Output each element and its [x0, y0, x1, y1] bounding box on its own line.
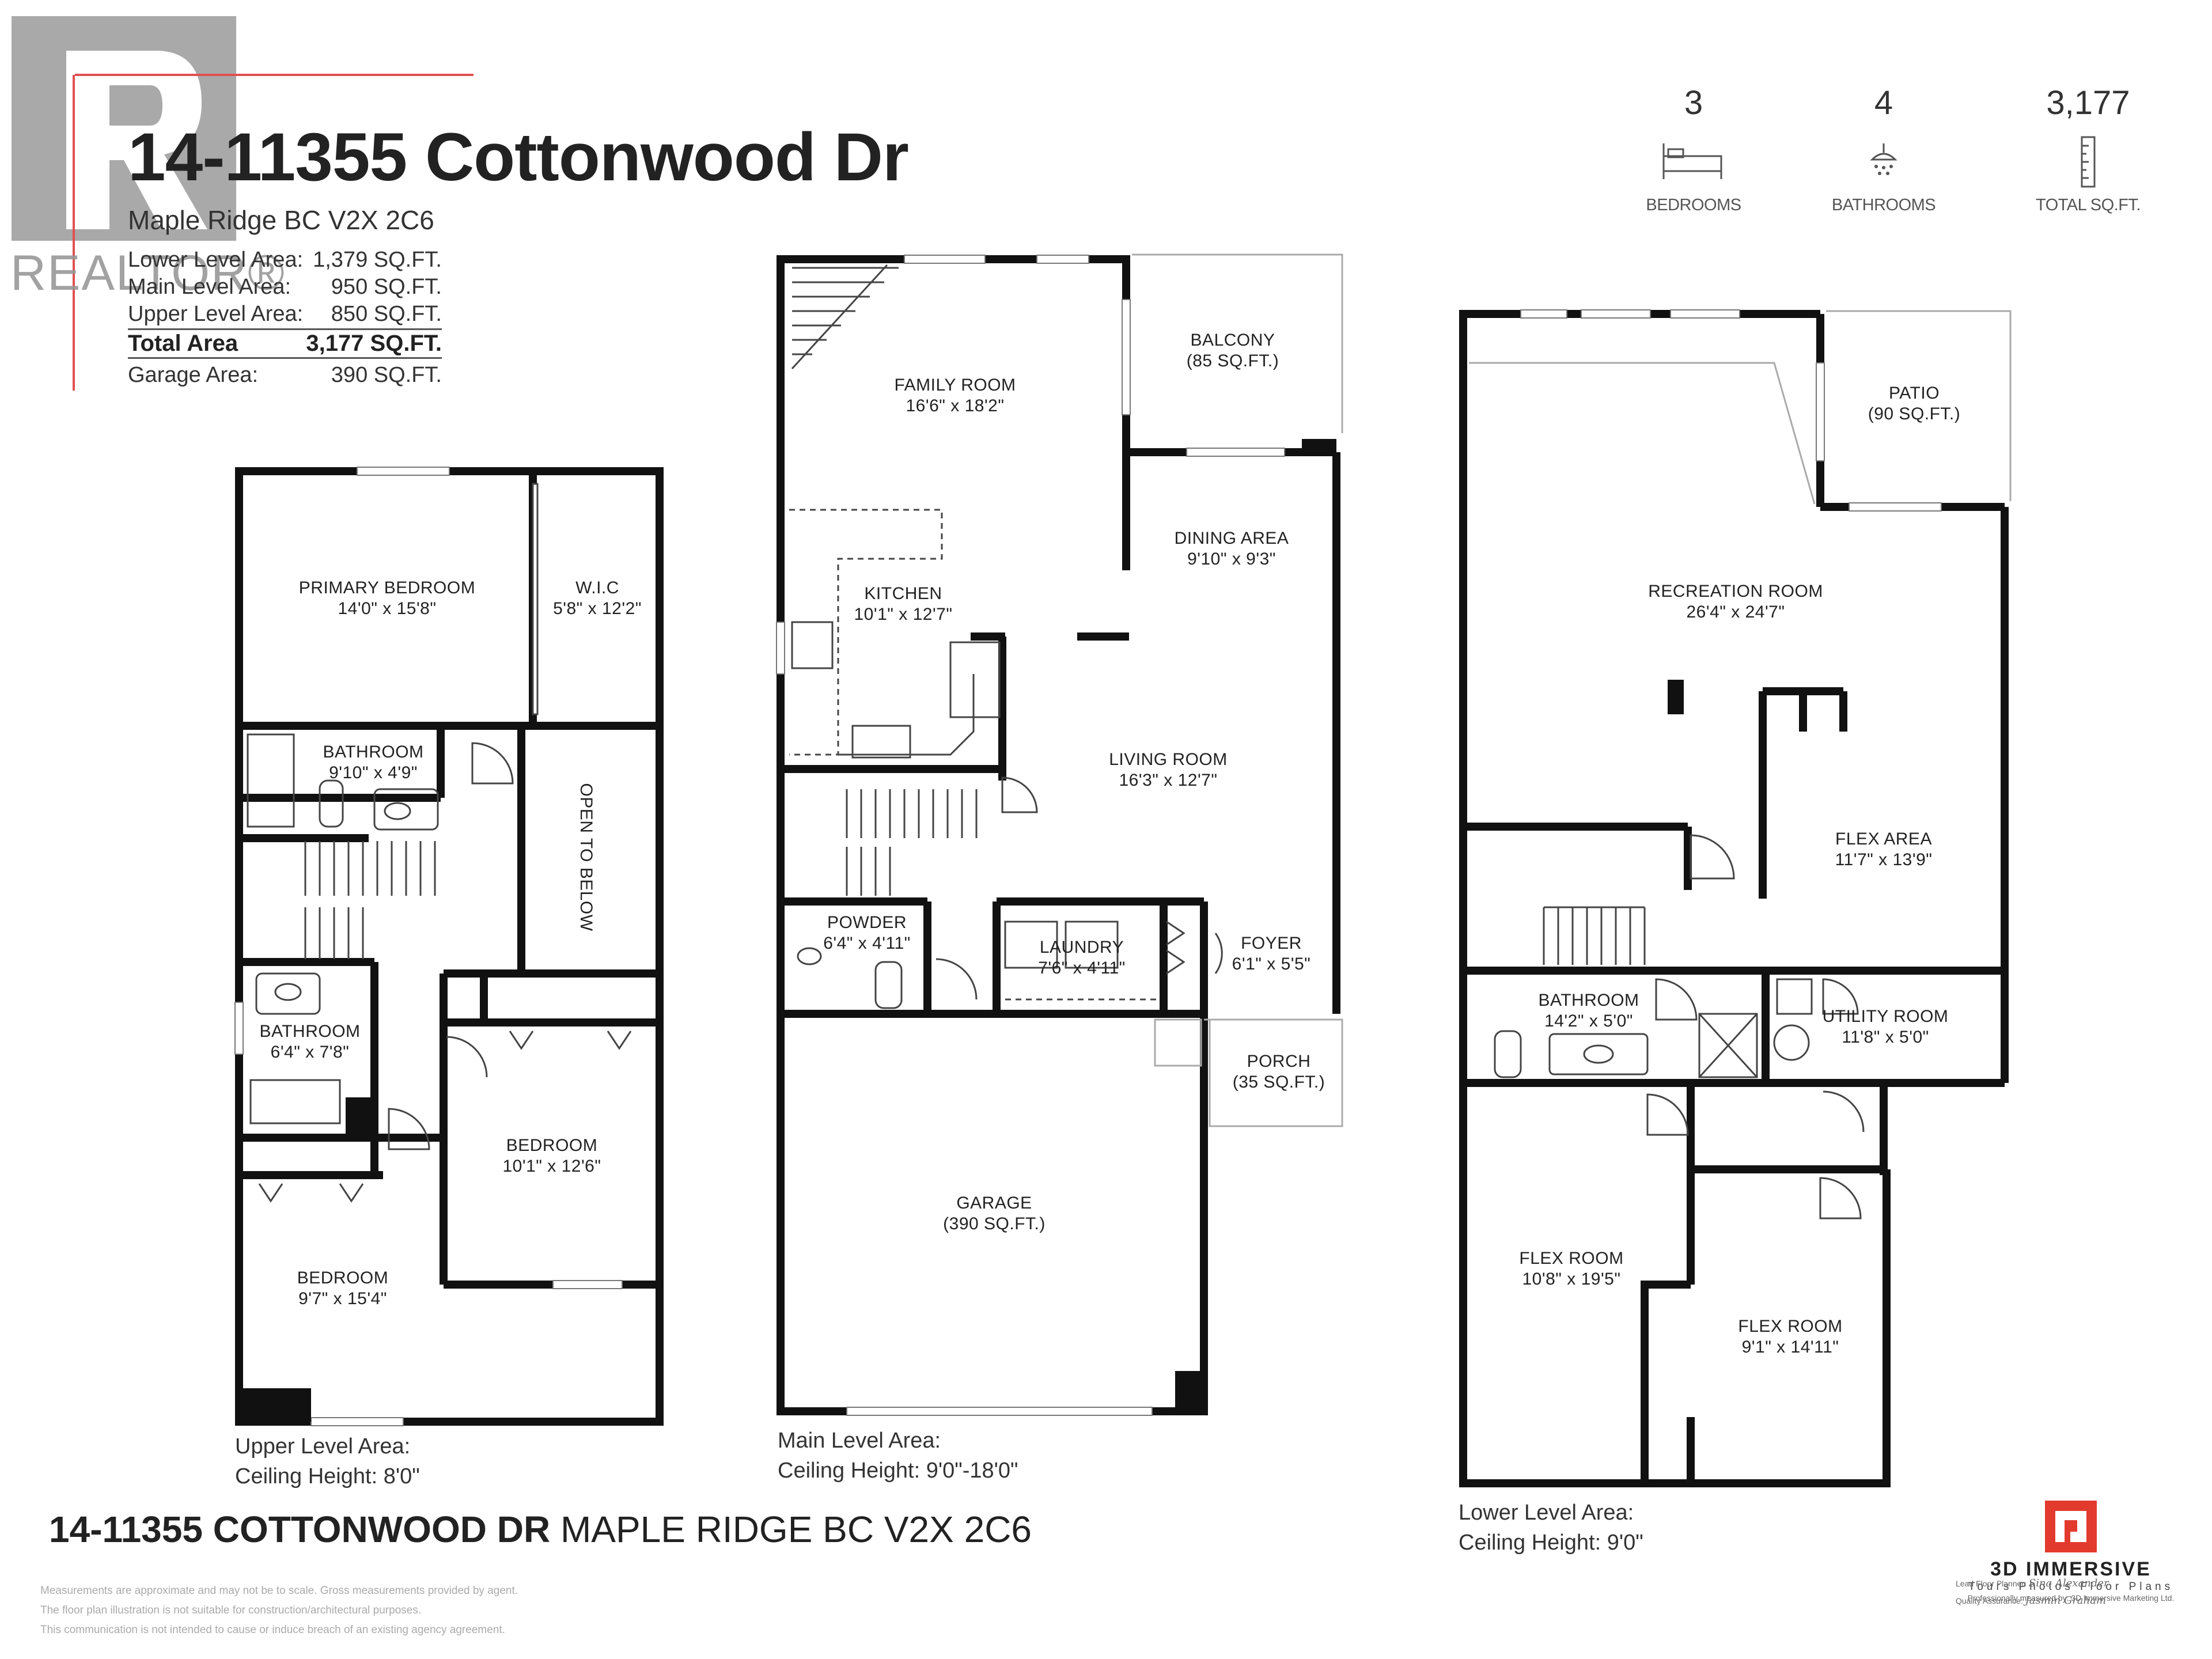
room-size: 6'4" x 4'11"	[823, 934, 911, 953]
room-labels: PRIMARY BEDROOM 14'0" x 15'8" W.I.C 5'8"…	[259, 331, 1960, 1357]
room-size: 9'10" x 4'9"	[329, 763, 418, 782]
bedrooms-label: BEDROOMS	[1646, 196, 1741, 214]
lower-details	[1494, 834, 1865, 1219]
room-size: 14'0" x 15'8"	[338, 599, 436, 618]
room-size: (90 SQ.FT.)	[1868, 404, 1961, 423]
total-sqft-value: 3,177	[2046, 84, 2130, 122]
room-name: FOYER	[1241, 934, 1302, 953]
room-size: 7'6" x 4'11"	[1038, 959, 1126, 978]
area-row-lower: Lower Level Area:1,379 SQ.FT.	[128, 248, 442, 272]
brand-credit: Professionally measured by: 3D Immersive…	[1967, 1593, 2175, 1603]
room-name: FLEX ROOM	[1738, 1317, 1842, 1336]
lower-windows	[1520, 309, 1942, 512]
ruler-icon	[2078, 135, 2098, 191]
room-name: BALCONY	[1191, 331, 1275, 350]
room-name: BEDROOM	[297, 1268, 389, 1287]
brand-logo-icon	[2045, 1501, 2097, 1552]
room-name: BATHROOM	[259, 1022, 360, 1041]
main-details	[789, 264, 1223, 1009]
bedrooms-count: 3	[1684, 84, 1703, 122]
room-name: PRIMARY BEDROOM	[299, 578, 475, 597]
room-name: PORCH	[1247, 1052, 1311, 1071]
lower-level-plan	[1459, 310, 2009, 1487]
room-name: BATHROOM	[1538, 991, 1639, 1010]
main-column	[1302, 439, 1336, 455]
bed-icon	[1660, 141, 1726, 184]
brand-block: 3D IMMERSIVE Tours Photos Floor Plans Pr…	[1961, 1501, 2180, 1603]
lower-patio	[1469, 310, 2012, 505]
brand-tagline: Tours Photos Floor Plans	[1968, 1581, 2174, 1593]
upper-column	[346, 1097, 374, 1138]
upper-details	[247, 483, 632, 1203]
lead-planner: Lead Floor Planner: Sina Alexander	[1956, 1577, 2109, 1589]
footer-address: 14-11355 COTTONWOOD DR MAPLE RIDGE BC V2…	[49, 1509, 1032, 1550]
area-row-upper: Upper Level Area:850 SQ.FT.	[128, 302, 442, 326]
room-size: 6'1" x 5'5"	[1232, 955, 1311, 974]
room-size: 9'10" x 9'3"	[1187, 550, 1276, 569]
room-name: FLEX ROOM	[1519, 1249, 1623, 1268]
upper-stairs	[304, 841, 436, 959]
room-size: 11'7" x 13'9"	[1835, 850, 1933, 869]
quality-assurance: Quality Assurance: Jasmin Graham	[1956, 1594, 2107, 1607]
room-size: 26'4" x 24'7"	[1686, 603, 1785, 622]
main-windows	[776, 255, 1285, 1416]
divider	[128, 357, 442, 359]
room-size: 10'1" x 12'7"	[854, 605, 952, 624]
main-level-caption: Main Level Area: Ceiling Height: 9'0"-18…	[778, 1429, 1018, 1483]
room-name: W.I.C	[575, 578, 619, 597]
room-size: 5'8" x 12'2"	[553, 599, 642, 618]
upper-windows	[234, 467, 623, 1426]
room-name: GARAGE	[956, 1194, 1032, 1213]
room-size: 9'7" x 15'4"	[298, 1289, 387, 1308]
address-subtitle: Maple Ridge BC V2X 2C6	[128, 205, 434, 235]
room-size: (390 SQ.FT.)	[943, 1214, 1046, 1233]
brand-name: 3D IMMERSIVE	[1990, 1558, 2152, 1580]
realtor-watermark: REALTOR®	[10, 245, 286, 301]
room-size: 14'2" x 5'0"	[1544, 1012, 1633, 1031]
shower-icon	[1863, 141, 1904, 184]
upper-column	[239, 1388, 311, 1422]
room-name: UTILITY ROOM	[1823, 1007, 1949, 1026]
room-size: 16'6" x 18'2"	[906, 396, 1004, 415]
room-size: 16'3" x 12'7"	[1119, 771, 1217, 790]
room-size: (85 SQ.FT.)	[1187, 351, 1279, 370]
room-size: (35 SQ.FT.)	[1233, 1073, 1325, 1092]
page-title: 14-11355 Cottonwood Dr	[128, 119, 909, 195]
room-name: OPEN TO BELOW	[577, 783, 596, 931]
room-name: LAUNDRY	[1040, 938, 1124, 957]
total-sqft-label: TOTAL SQ.FT.	[2036, 196, 2141, 214]
lower-column	[1668, 680, 1684, 714]
room-name: PATIO	[1889, 384, 1940, 403]
disclaimer: Measurements are approximate and may not…	[40, 1585, 518, 1636]
main-column	[1175, 1371, 1204, 1411]
room-size: 10'8" x 19'5"	[1522, 1270, 1620, 1289]
bathrooms-count: 4	[1874, 84, 1893, 122]
area-row-garage: Garage Area:390 SQ.FT.	[128, 363, 442, 387]
room-size: 9'1" x 14'11"	[1742, 1338, 1839, 1357]
lower-level-caption: Lower Level Area: Ceiling Height: 9'0"	[1459, 1501, 1643, 1555]
room-size: 11'8" x 5'0"	[1842, 1028, 1929, 1047]
room-name: POWDER	[827, 913, 907, 932]
room-name: BATHROOM	[323, 743, 423, 762]
bathrooms-label: BATHROOMS	[1831, 196, 1936, 214]
room-name: DINING AREA	[1175, 529, 1289, 548]
room-name: FLEX AREA	[1835, 830, 1932, 849]
upper-level-caption: Upper Level Area: Ceiling Height: 8'0"	[235, 1434, 420, 1488]
divider	[128, 328, 442, 330]
room-size: 6'4" x 7'8"	[271, 1043, 350, 1062]
realtor-logo	[12, 16, 484, 399]
room-name: RECREATION ROOM	[1648, 582, 1823, 601]
room-size: 10'1" x 12'6"	[502, 1157, 601, 1176]
room-name: BEDROOM	[506, 1136, 598, 1155]
room-name: LIVING ROOM	[1109, 750, 1228, 769]
main-stairs	[846, 789, 978, 896]
room-name: KITCHEN	[864, 584, 942, 603]
room-name: FAMILY ROOM	[894, 376, 1016, 395]
area-row-main: Main Level Area:950 SQ.FT.	[128, 275, 442, 299]
main-level-plan	[777, 255, 1340, 1415]
main-balcony-porch	[1132, 253, 1343, 1127]
lower-stairs	[1543, 906, 1646, 965]
